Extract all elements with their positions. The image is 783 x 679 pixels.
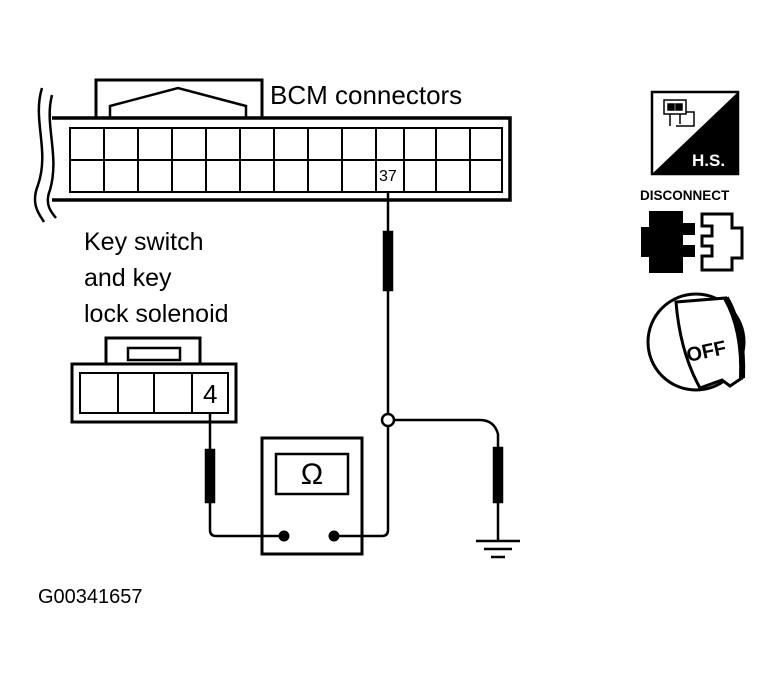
test-leads <box>204 192 504 540</box>
harness-side-label: H.S. <box>692 151 725 170</box>
disconnect-label: DISCONNECT <box>640 188 730 203</box>
ohmmeter <box>260 436 364 556</box>
ohm-symbol: Ω <box>301 458 323 491</box>
harness-side-icon: H.S. <box>650 90 740 176</box>
bcm-connector <box>33 78 512 223</box>
component-label-line3: lock solenoid <box>84 300 229 328</box>
component-label-line2: and key <box>84 264 172 292</box>
component-pin-number: 4 <box>203 379 217 409</box>
key-switch-connector <box>70 336 238 424</box>
ignition-off-icon: OFF <box>646 292 746 392</box>
bcm-pin-number: 37 <box>379 168 397 185</box>
bcm-connectors-label: BCM connectors <box>270 80 462 110</box>
ground-icon <box>476 539 520 559</box>
component-label-line1: Key switch <box>84 228 203 256</box>
disconnect-connector-icon <box>641 211 744 273</box>
figure-code: G00341657 <box>38 586 143 608</box>
junction-point <box>380 412 396 428</box>
